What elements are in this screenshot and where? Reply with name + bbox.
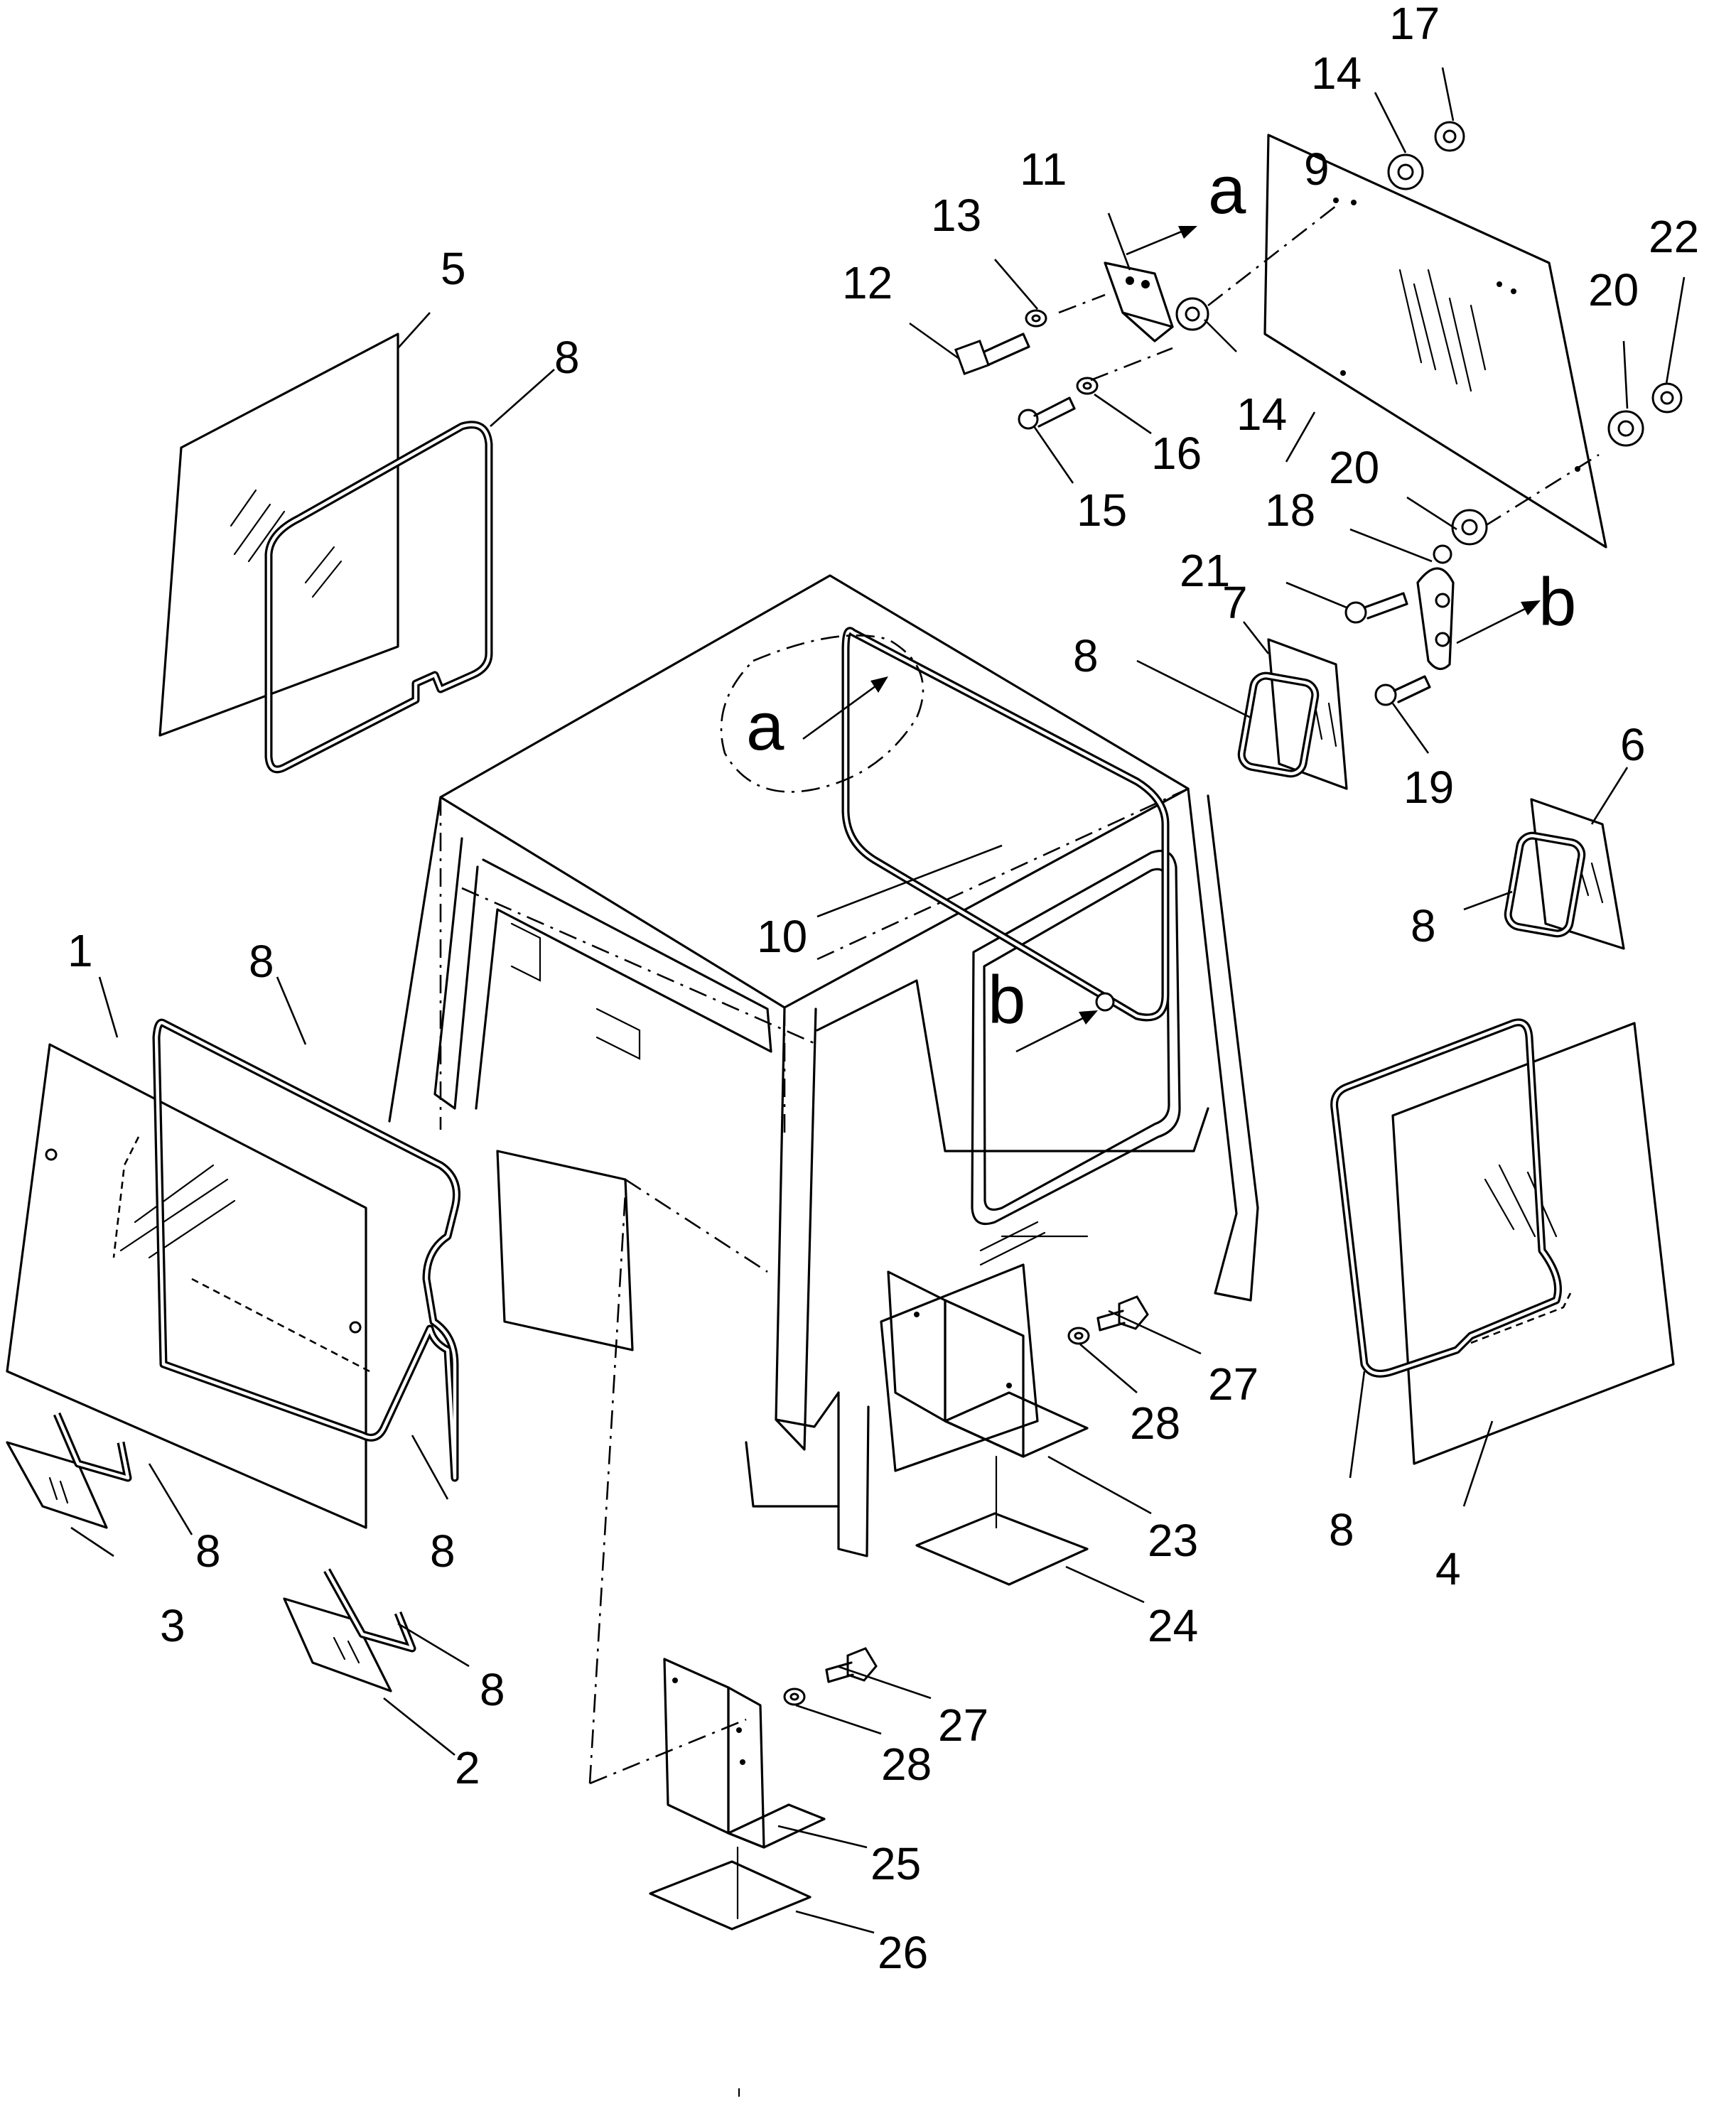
construction-line (588, 1193, 627, 1784)
callout-8-glass2: 8 (480, 1664, 505, 1715)
callout-16: 16 (1151, 428, 1202, 479)
callout-26: 26 (878, 1927, 928, 1978)
detail-label-a: a (1208, 152, 1246, 228)
callout-17: 17 (1389, 0, 1440, 49)
door-glass-1 (6, 1043, 370, 1529)
callout-3: 3 (160, 1600, 185, 1651)
callout-28-lower: 28 (881, 1739, 932, 1790)
callout-14-mid: 14 (1236, 389, 1287, 440)
bolt-27-washer-28-lower (783, 1647, 878, 1706)
detail-label-a-cab: a (746, 688, 785, 765)
callout-22: 22 (1649, 211, 1699, 262)
detail-b-pointer: b (988, 962, 1115, 1053)
callout-8-door-bottom: 8 (430, 1526, 455, 1577)
callout-18: 18 (1265, 485, 1315, 536)
side-seal-8 (1330, 1018, 1562, 1378)
callout-8-side: 8 (1329, 1504, 1354, 1555)
callout-8-glass6: 8 (1411, 900, 1436, 951)
callout-6: 6 (1620, 719, 1646, 770)
small-glass-6 (1504, 798, 1625, 950)
callout-5: 5 (441, 243, 466, 294)
callout-15: 15 (1077, 485, 1127, 536)
callout-28-upper: 28 (1130, 1398, 1180, 1449)
callout-23: 23 (1148, 1515, 1198, 1566)
callout-20-lower: 20 (1329, 442, 1379, 493)
callout-11: 11 (1020, 144, 1067, 195)
detail-label-b: b (1538, 564, 1576, 640)
bolt-27-washer-28-upper (1067, 1295, 1149, 1345)
callout-19: 19 (1403, 762, 1454, 813)
detail-a-arrow: a (1126, 152, 1246, 256)
door-seal-8 (152, 1018, 460, 1482)
callout-14-top: 14 (1311, 48, 1362, 99)
callout-9: 9 (1304, 144, 1330, 195)
callout-25: 25 (870, 1838, 921, 1889)
callout-2: 2 (455, 1742, 480, 1793)
callout-27-lower: 27 (938, 1700, 988, 1751)
detail-b-arrow: b (1456, 564, 1576, 644)
callout-21: 21 (1180, 545, 1230, 596)
detail-a-circle: a (720, 634, 924, 793)
bracket-25 (589, 1658, 826, 1920)
bracket-23 (887, 1270, 1089, 1529)
callout-1: 1 (68, 925, 93, 976)
callout-27-upper: 27 (1208, 1359, 1258, 1410)
front-glass-5 (158, 333, 399, 737)
callout-13: 13 (931, 190, 981, 241)
callout-8-door-top: 8 (249, 936, 274, 987)
detail-label-b-cab: b (988, 962, 1025, 1038)
callout-labels: 1 2 3 4 5 6 7 8 8 8 8 8 8 8 8 8 9 10 11 … (68, 0, 1699, 1978)
small-glass-7 (1237, 638, 1348, 790)
rear-glass-9 (1207, 134, 1607, 549)
callout-4: 4 (1435, 1543, 1461, 1594)
callout-10: 10 (757, 911, 807, 962)
plate-24 (915, 1512, 1089, 1586)
leader-lines (70, 67, 1686, 1934)
hardware-parts (954, 121, 1683, 706)
callout-7: 7 (1222, 577, 1248, 628)
front-seal-8 (264, 421, 493, 774)
plate-26 (649, 1860, 812, 1930)
callout-8-front: 8 (554, 332, 580, 383)
callout-20-right: 20 (1588, 264, 1639, 315)
callout-12: 12 (842, 257, 893, 308)
callout-8-glass3: 8 (195, 1526, 221, 1577)
small-glass-2 (283, 1568, 416, 1692)
callout-24: 24 (1148, 1600, 1198, 1651)
cab-frame (388, 574, 1259, 1557)
small-glass-3 (6, 1412, 132, 1529)
callout-8-glass7: 8 (1073, 630, 1099, 681)
